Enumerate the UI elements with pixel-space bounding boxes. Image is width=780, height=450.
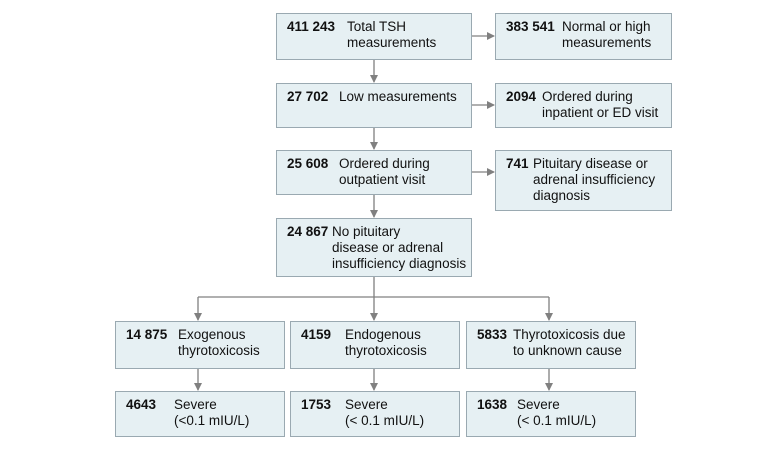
count-severe-unknown: 1638 <box>477 397 508 412</box>
label-outpatient: Ordered during outpatient visit <box>339 156 430 187</box>
label-exogenous: Exogenous thyrotoxicosis <box>178 327 260 358</box>
box-exogenous: 14 875 Exogenous thyrotoxicosis <box>115 321 285 369</box>
box-unknown: 5833 Thyrotoxicosis due to unknown cause <box>466 321 636 369</box>
box-no-pituitary: 24 867 No pituitary disease or adrenal i… <box>276 218 472 277</box>
count-severe-exogenous: 4643 <box>126 397 157 412</box>
box-total-tsh: 411 243 Total TSH measurements <box>276 13 472 60</box>
label-inpatient: Ordered during inpatient or ED visit <box>542 89 659 120</box>
box-outpatient: 25 608 Ordered during outpatient visit <box>276 150 472 195</box>
count-severe-endogenous: 1753 <box>301 397 332 412</box>
label-severe-exogenous: Severe (<0.1 mIU/L) <box>174 397 250 428</box>
count-pituitary: 741 <box>506 156 529 171</box>
label-severe-unknown: Severe (< 0.1 mIU/L) <box>517 397 597 428</box>
label-pituitary: Pituitary disease or adrenal insufficien… <box>533 156 656 203</box>
label-unknown: Thyrotoxicosis due to unknown cause <box>513 327 626 358</box>
label-endogenous: Endogenous thyrotoxicosis <box>345 327 427 358</box>
count-outpatient: 25 608 <box>287 156 329 171</box>
box-endogenous: 4159 Endogenous thyrotoxicosis <box>290 321 460 369</box>
box-normal-high: 383 541 Normal or high measurements <box>495 13 672 60</box>
label-low: Low measurements <box>339 89 457 104</box>
count-endogenous: 4159 <box>301 327 332 342</box>
label-normal-high: Normal or high measurements <box>562 19 652 50</box>
count-normal-high: 383 541 <box>506 19 555 34</box>
box-low: 27 702 Low measurements <box>276 83 472 128</box>
label-total-tsh: Total TSH measurements <box>347 19 437 50</box>
count-unknown: 5833 <box>477 327 508 342</box>
count-low: 27 702 <box>287 89 329 104</box>
box-inpatient: 2094 Ordered during inpatient or ED visi… <box>495 83 672 128</box>
count-inpatient: 2094 <box>506 89 537 104</box>
box-pituitary: 741 Pituitary disease or adrenal insuffi… <box>495 150 672 211</box>
label-no-pituitary: No pituitary disease or adrenal insuffic… <box>332 224 467 271</box>
box-severe-unknown: 1638 Severe (< 0.1 mIU/L) <box>466 391 636 437</box>
count-total-tsh: 411 243 <box>287 19 336 34</box>
label-severe-endogenous: Severe (< 0.1 mIU/L) <box>345 397 425 428</box>
count-no-pituitary: 24 867 <box>287 224 329 239</box>
count-exogenous: 14 875 <box>126 327 168 342</box>
box-severe-exogenous: 4643 Severe (<0.1 mIU/L) <box>115 391 285 437</box>
box-severe-endogenous: 1753 Severe (< 0.1 mIU/L) <box>290 391 460 437</box>
